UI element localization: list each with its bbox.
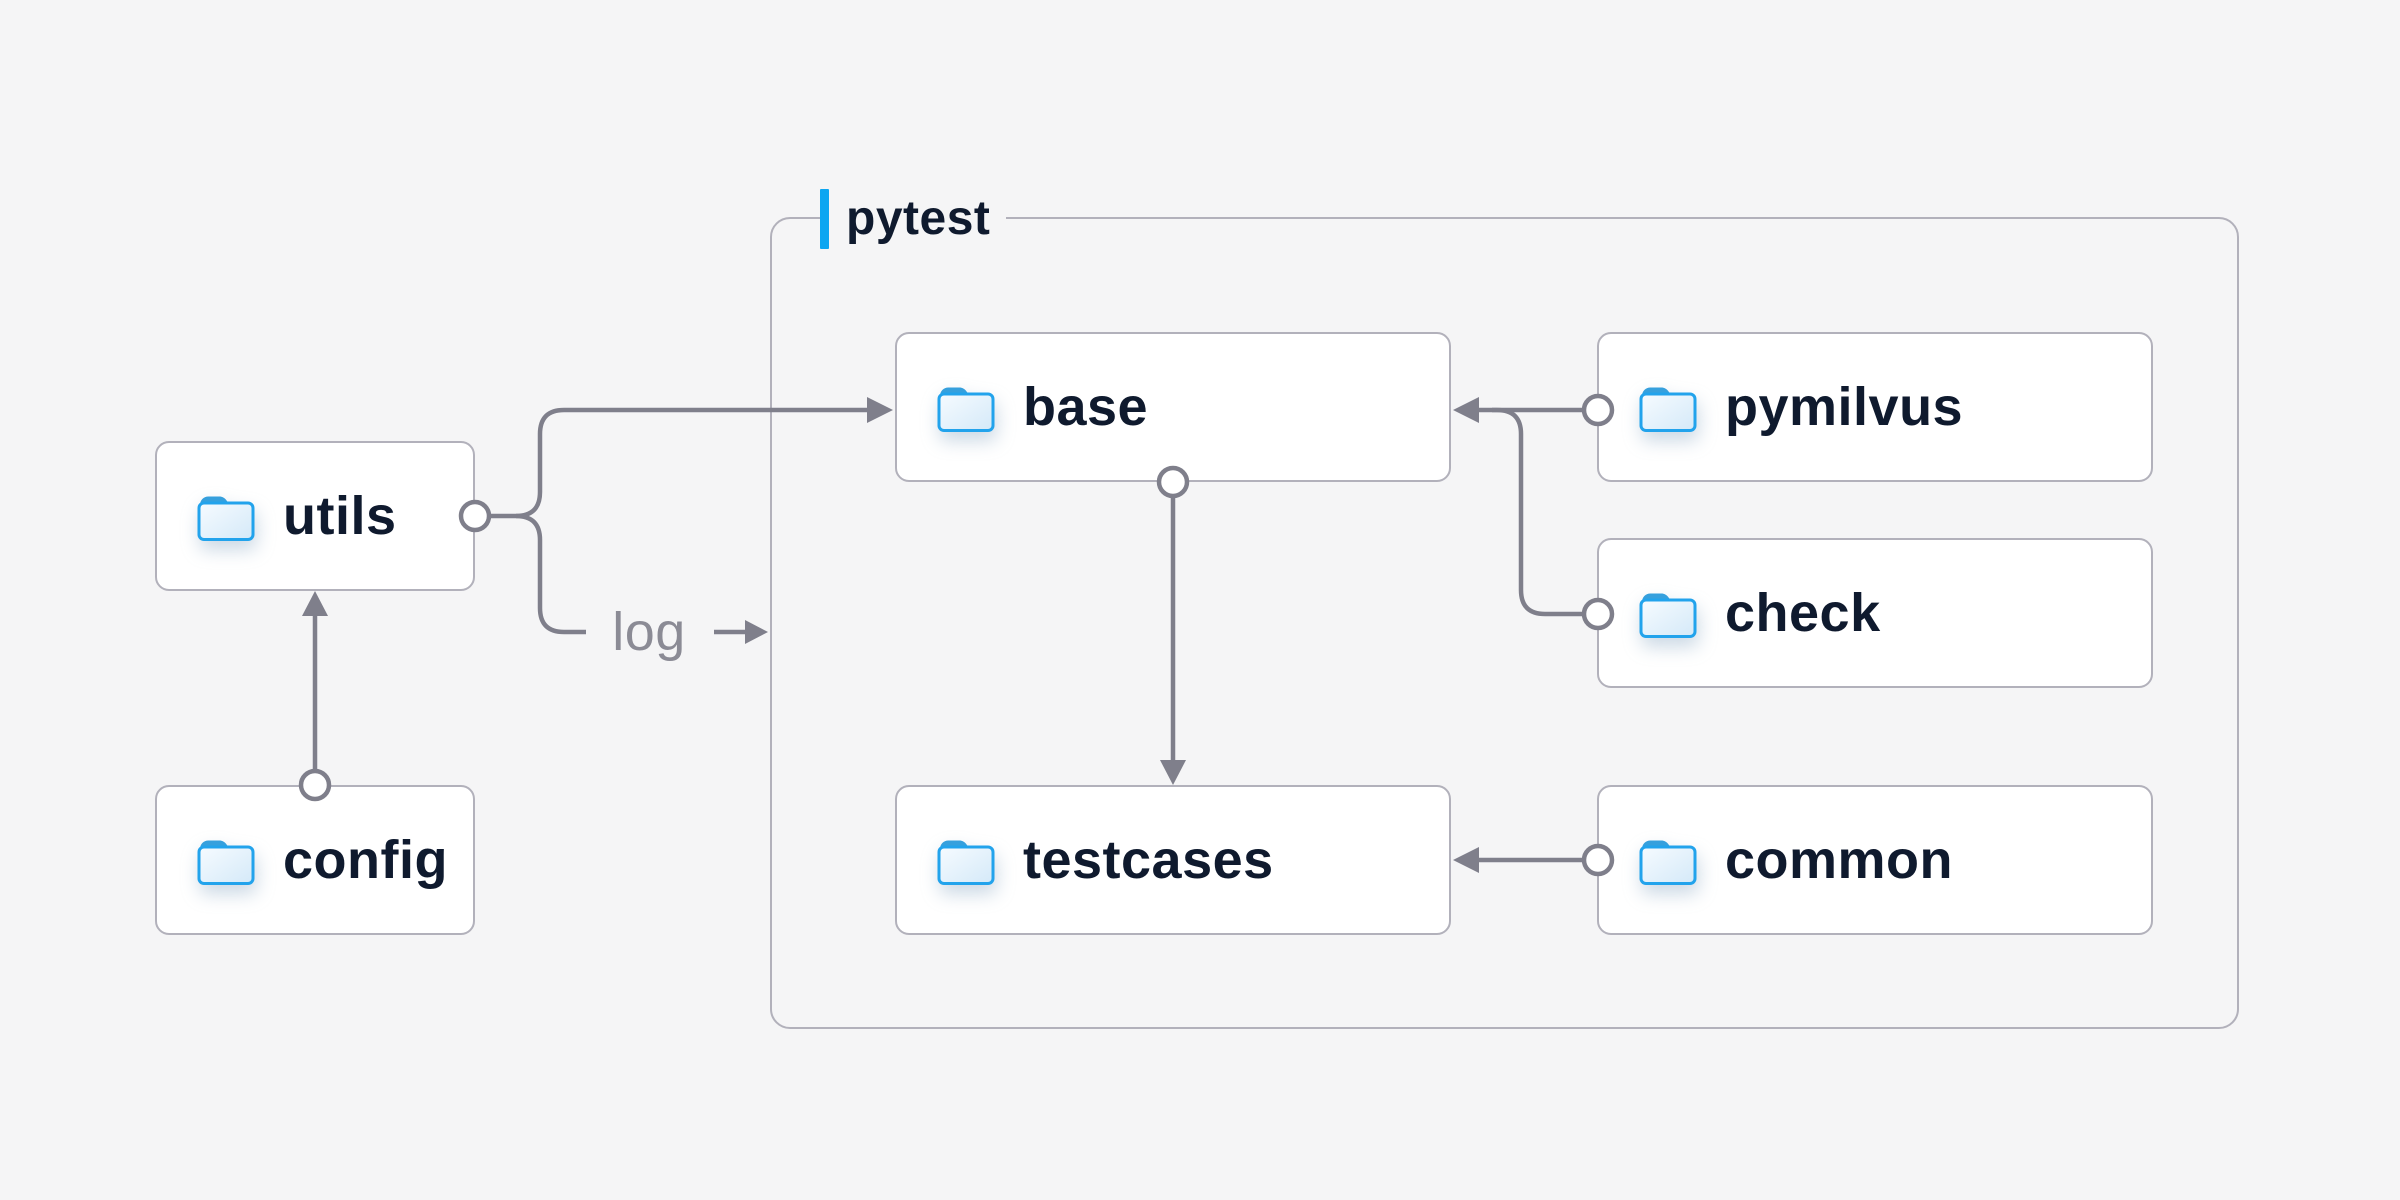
folder-icon (935, 834, 997, 886)
pytest-group-legend: pytest (820, 188, 1007, 250)
arrowhead-right-small (745, 620, 768, 644)
arrowhead-up (302, 591, 328, 616)
edge-config-utils (302, 591, 328, 770)
folder-icon (935, 381, 997, 433)
accent-bar (820, 189, 829, 249)
node-utils: utils (155, 441, 475, 591)
node-label: base (1023, 377, 1149, 437)
folder-icon (195, 834, 257, 886)
node-check: check (1597, 538, 2153, 688)
node-label: common (1725, 830, 1954, 890)
folder-icon (195, 490, 257, 542)
node-common: common (1597, 785, 2153, 935)
log-edge-label: log (612, 602, 686, 662)
folder-icon (1637, 834, 1699, 886)
folder-icon (1637, 587, 1699, 639)
node-label: utils (283, 486, 397, 546)
node-pymilvus: pymilvus (1597, 332, 2153, 482)
node-label: check (1725, 583, 1881, 643)
node-label: pymilvus (1725, 377, 1964, 437)
node-config: config (155, 785, 475, 935)
node-label: testcases (1023, 830, 1274, 890)
group-label: pytest (846, 192, 991, 245)
node-base: base (895, 332, 1451, 482)
node-testcases: testcases (895, 785, 1451, 935)
node-label: config (283, 830, 448, 890)
folder-icon (1637, 381, 1699, 433)
pytest-group-frame: pytest (770, 188, 2239, 1029)
